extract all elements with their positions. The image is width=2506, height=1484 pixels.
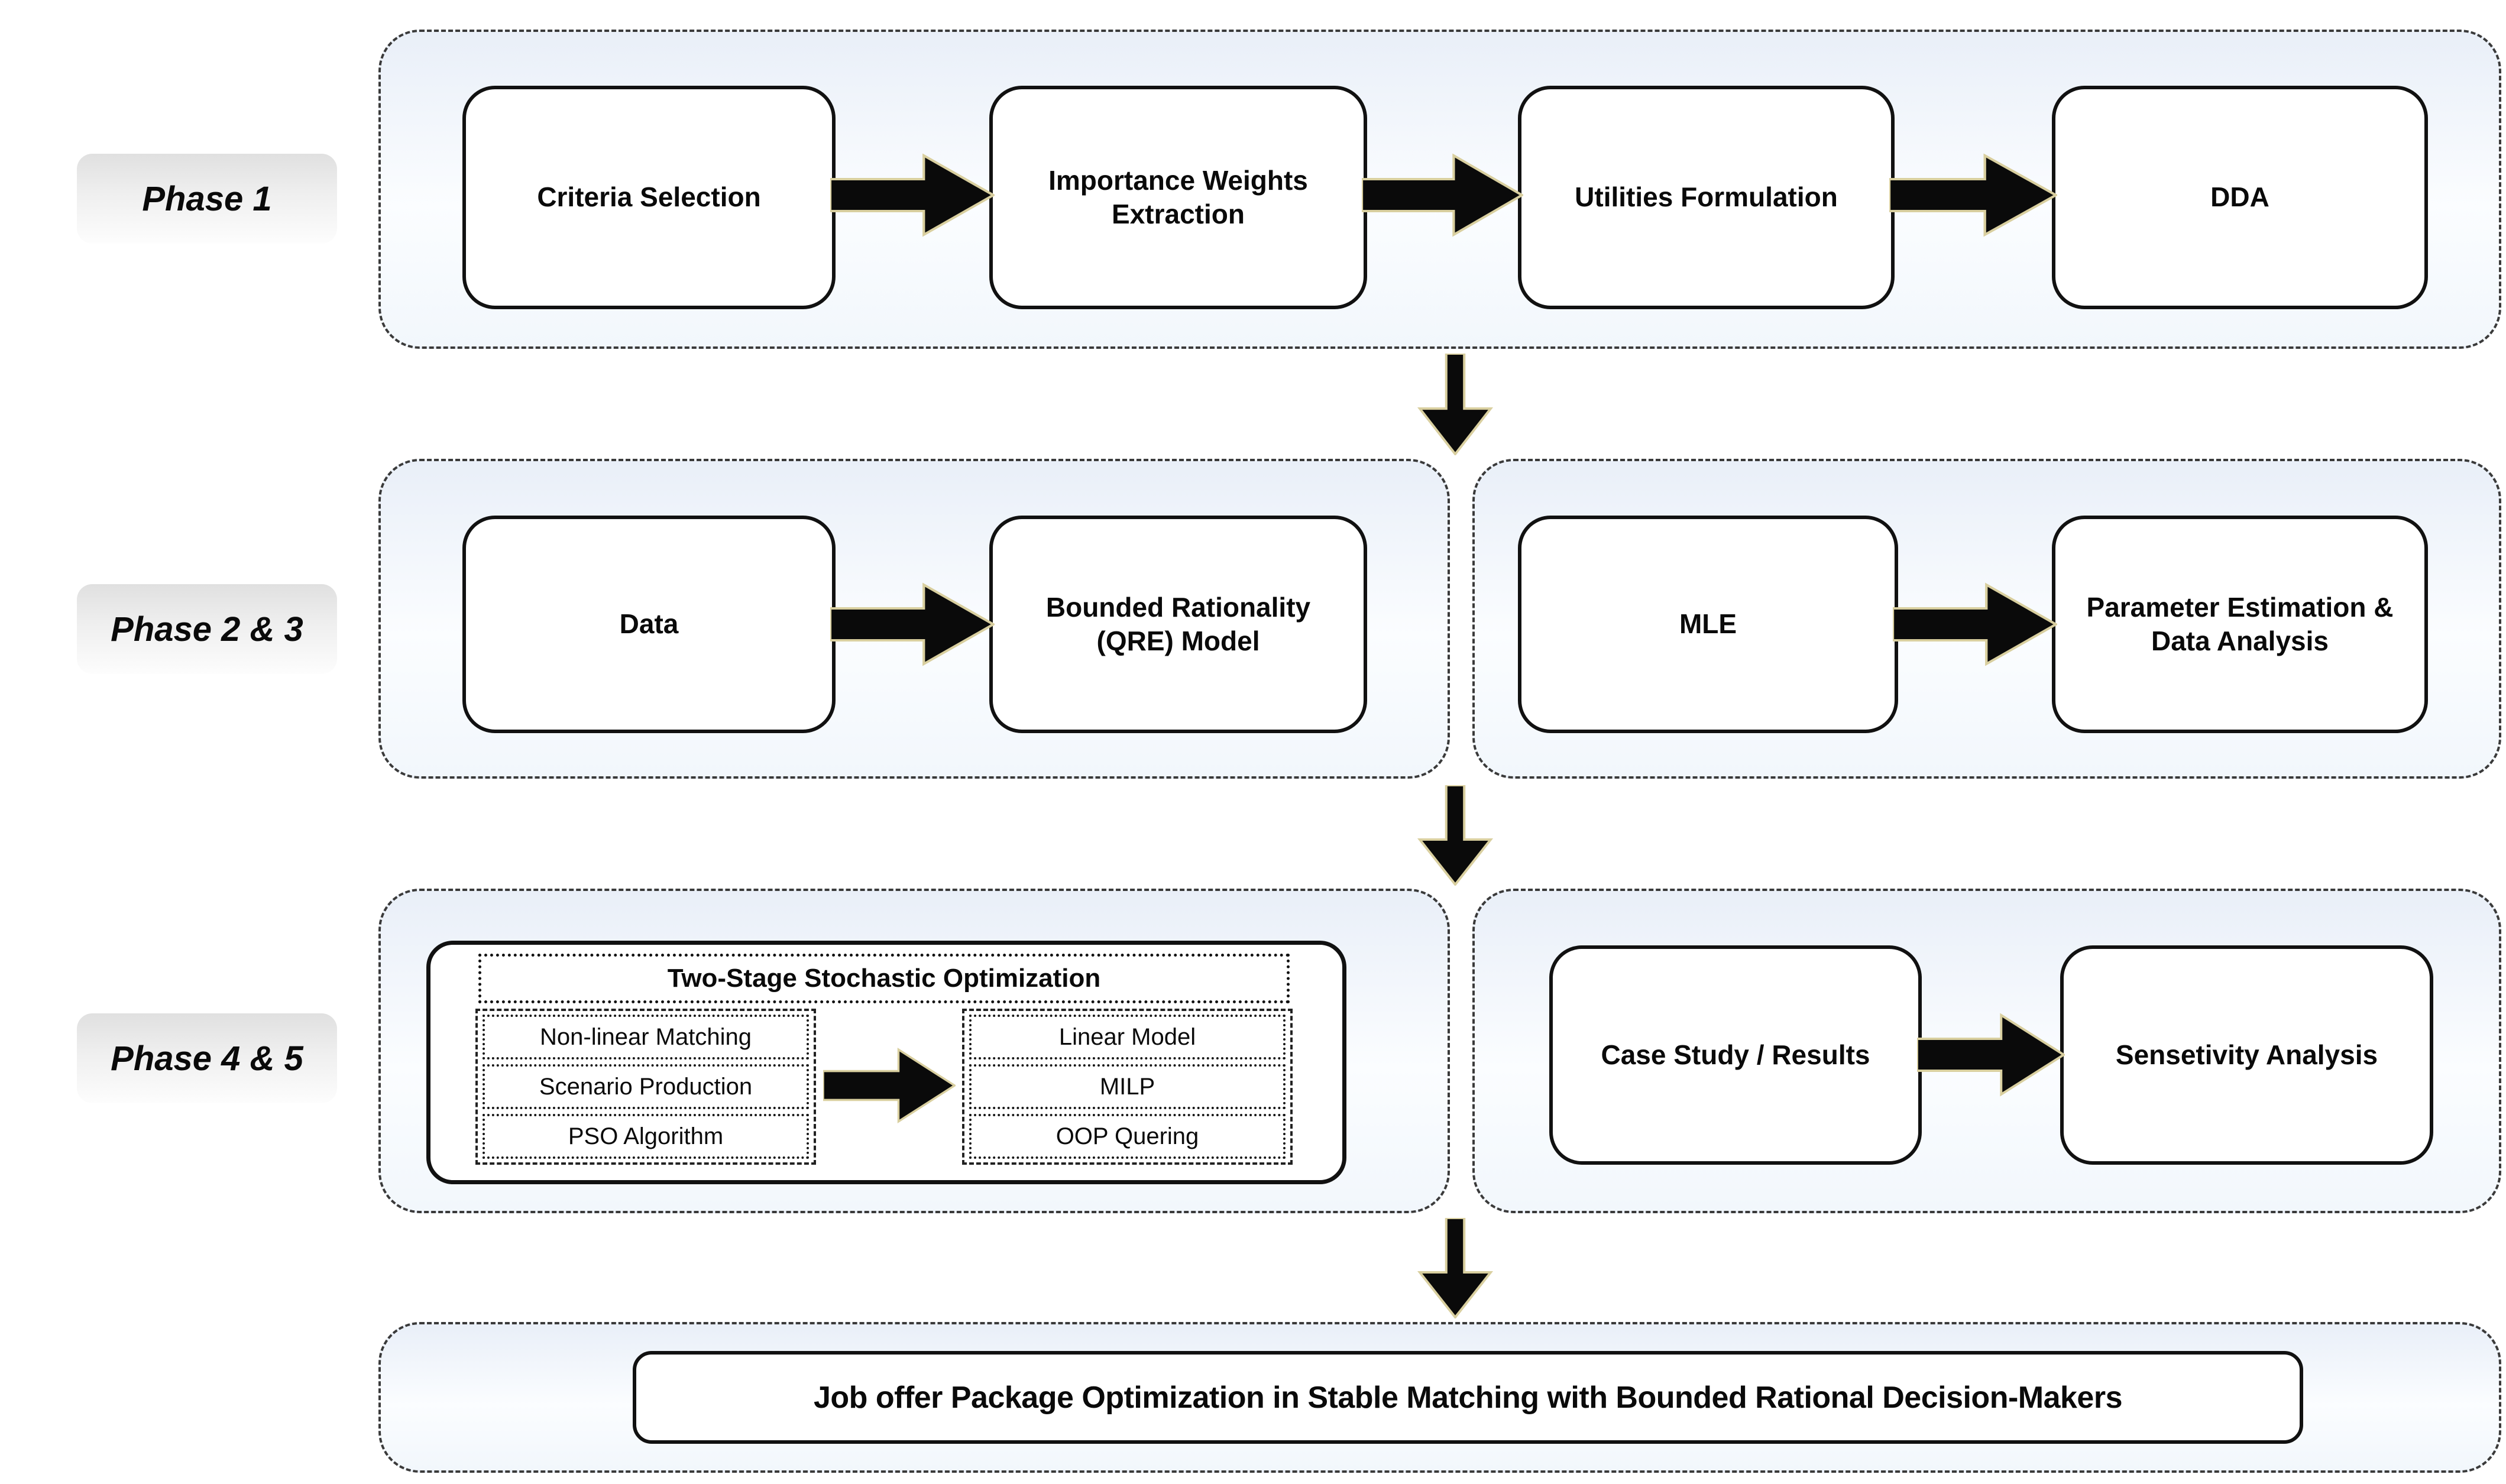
linear-model-item: Linear Model [969,1015,1286,1059]
importance-weights-extraction-box: Importance Weights Extraction [989,86,1367,309]
arrow-right-icon [830,153,995,237]
arrow-right-icon [830,582,995,666]
final-output-box: Job offer Package Optimization in Stable… [633,1351,2303,1444]
pso-algorithm-item: PSO Algorithm [483,1114,809,1159]
mle-box: MLE [1518,516,1898,733]
arrow-right-icon [1893,582,2057,666]
oop-quering-item: OOP Quering [969,1114,1286,1159]
data-box: Data [462,516,836,733]
two-stage-right-column: Linear Model MILP OOP Quering [962,1009,1293,1165]
dda-box: DDA [2052,86,2428,309]
arrow-right-icon [823,1048,956,1123]
two-stage-optimization-title: Two-Stage Stochastic Optimization [478,954,1290,1003]
non-linear-matching-item: Non-linear Matching [483,1015,809,1059]
parameter-estimation-data-analysis-box: Parameter Estimation & Data Analysis [2052,516,2428,733]
scenario-production-item: Scenario Production [483,1064,809,1109]
utilities-formulation-box: Utilities Formulation [1518,86,1895,309]
milp-item: MILP [969,1064,1286,1109]
criteria-selection-box: Criteria Selection [462,86,836,309]
arrow-down-icon [1417,1218,1494,1318]
phase1-label: Phase 1 [77,154,337,244]
sensitivity-analysis-box: Sensetivity Analysis [2060,945,2433,1165]
phase23-label: Phase 2 & 3 [77,584,337,674]
arrow-right-icon [1362,153,1523,237]
bounded-rationality-qre-model-box: Bounded Rationality (QRE) Model [989,516,1367,733]
arrow-down-icon [1417,785,1494,886]
two-stage-left-column: Non-linear Matching Scenario Production … [475,1009,816,1165]
arrow-right-icon [1917,1013,2065,1097]
arrow-right-icon [1889,153,2057,237]
arrow-down-icon [1417,354,1494,455]
phase45-label: Phase 4 & 5 [77,1013,337,1103]
case-study-results-box: Case Study / Results [1549,945,1922,1165]
